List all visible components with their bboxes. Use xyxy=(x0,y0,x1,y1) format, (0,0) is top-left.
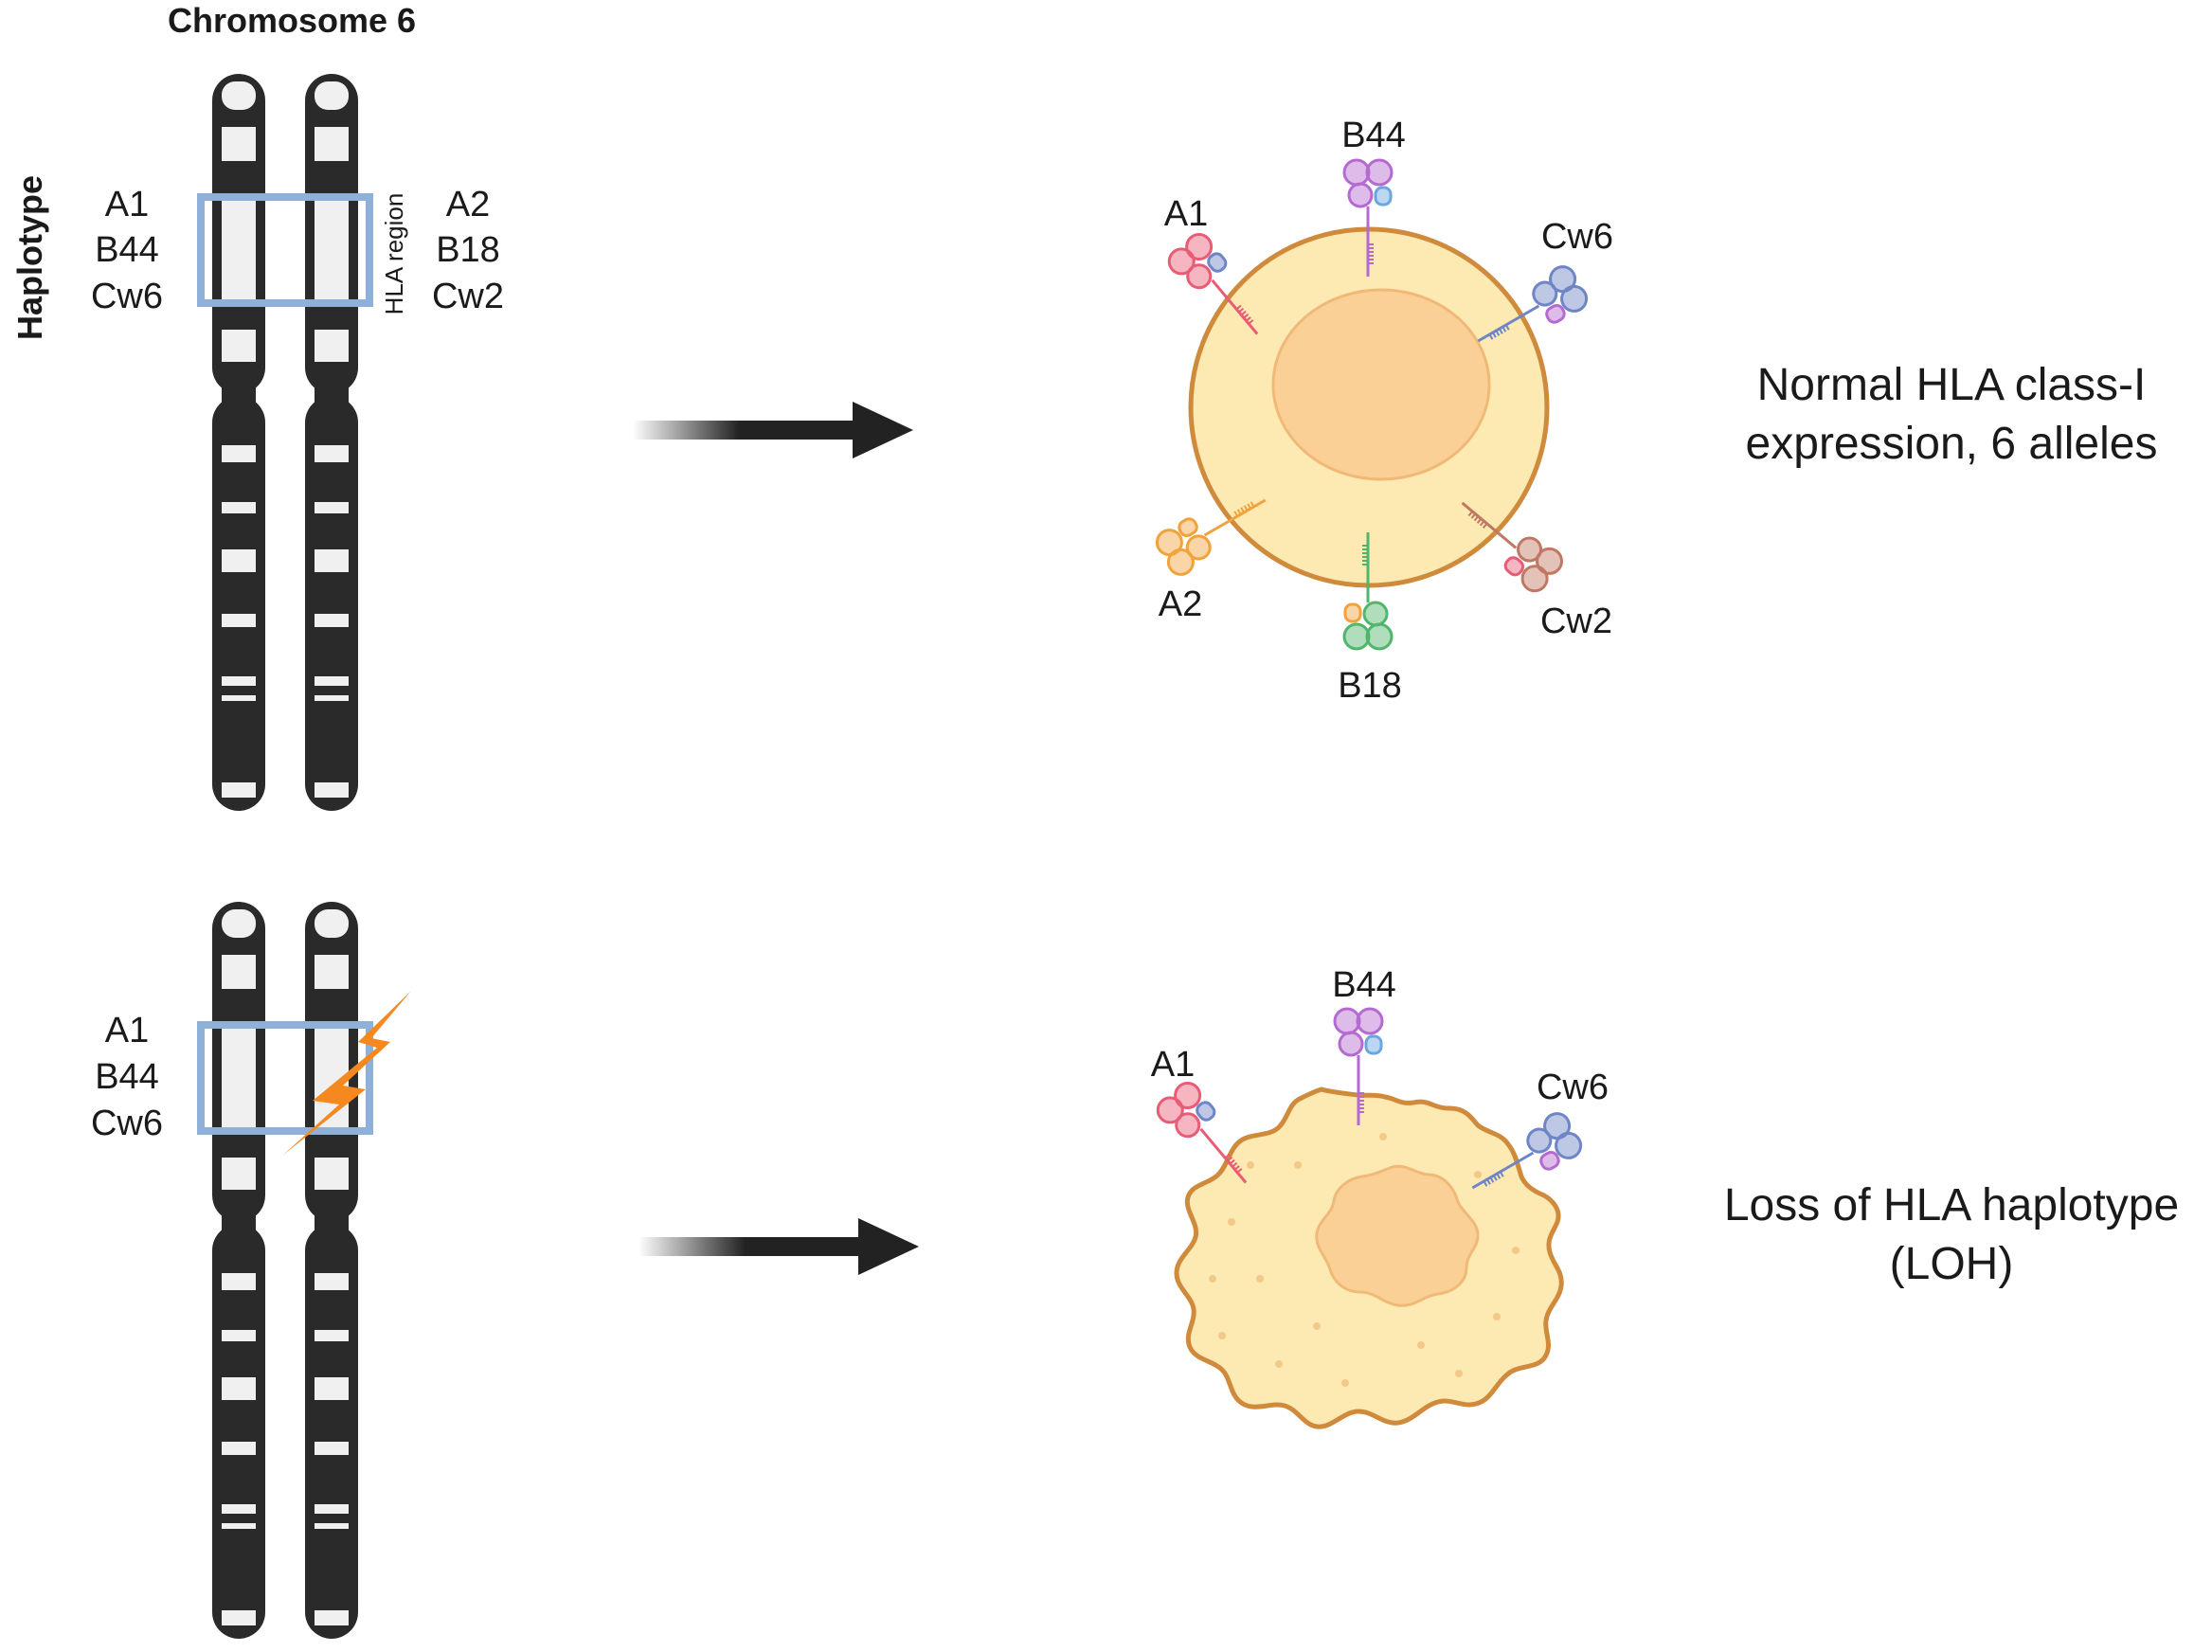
hla-molecule-icon-b18 xyxy=(1342,532,1394,651)
chromosome-band xyxy=(222,1021,256,1135)
chromosome-band xyxy=(222,1273,256,1290)
cell-nucleus xyxy=(1271,288,1491,481)
bottom-left-allele-2: B44 xyxy=(95,1057,159,1097)
hla-molecule-icon-b44 xyxy=(1342,158,1394,277)
chromosome-band xyxy=(222,330,256,362)
chromosome-band xyxy=(315,549,349,572)
bottom-cell-allele-b44: B44 xyxy=(1332,965,1396,1005)
chromosome-band xyxy=(222,549,256,572)
hla-region-box-top xyxy=(197,193,373,307)
chromosome-band xyxy=(315,1504,349,1514)
chromosome-band xyxy=(222,1504,256,1514)
chromosome-band xyxy=(315,909,349,938)
top-left-allele-2: B44 xyxy=(95,230,159,270)
top-right-allele-1: A2 xyxy=(446,185,490,224)
chromosome-band xyxy=(315,127,349,161)
chromosome-band xyxy=(315,1610,349,1625)
top-cell-allele-cw6: Cw6 xyxy=(1541,217,1613,257)
chromosome-band xyxy=(315,445,349,462)
top-cell-allele-cw2: Cw2 xyxy=(1540,602,1612,641)
chromosome-band xyxy=(315,502,349,513)
top-left-allele-3: Cw6 xyxy=(91,277,163,316)
chromosome-band xyxy=(315,782,349,798)
top-caption-line-2: expression, 6 alleles xyxy=(1746,419,2158,469)
top-cell-allele-b18: B18 xyxy=(1338,666,1402,706)
chromosome-title: Chromosome 6 xyxy=(168,1,416,40)
hla-molecules xyxy=(1155,158,1589,1190)
chromosome-band xyxy=(315,676,349,686)
chromosome-band xyxy=(222,1158,256,1190)
bottom-left-allele-3: Cw6 xyxy=(91,1104,163,1143)
chromosome-band xyxy=(315,1273,349,1290)
hla-region-box-bottom xyxy=(197,1021,373,1135)
bottom-caption-line-2: (LOH) xyxy=(1890,1239,2014,1289)
hla-molecule-icon-cw6 xyxy=(1477,265,1589,343)
chromosome-band xyxy=(315,1330,349,1341)
chromosome-band xyxy=(222,955,256,989)
hla-molecule-icon-cw6 xyxy=(1471,1112,1583,1190)
top-cell-allele-a1: A1 xyxy=(1164,194,1208,234)
haplotype-label: Haplotype xyxy=(10,175,49,340)
hla-molecule-icon-b44 xyxy=(1333,1007,1384,1125)
chromosome-band xyxy=(315,955,349,989)
chromosome-band xyxy=(222,614,256,627)
hla-molecule-icon-a2 xyxy=(1155,498,1267,576)
tumor-cell xyxy=(1174,1086,1564,1429)
chromosome-band xyxy=(222,782,256,798)
lightning-icon xyxy=(282,991,411,1156)
chromosome-band xyxy=(315,1158,349,1190)
cell-nucleus xyxy=(1315,1164,1480,1307)
normal-cell xyxy=(1188,226,1550,588)
chromosome-band xyxy=(222,1330,256,1341)
arrow-icon xyxy=(633,402,913,458)
top-cell-allele-a2: A2 xyxy=(1159,584,1202,624)
chromosome-band xyxy=(222,127,256,161)
top-right-allele-2: B18 xyxy=(436,230,500,270)
chromosome-band xyxy=(315,1523,349,1529)
hla-molecule-icon-a1 xyxy=(1167,232,1259,335)
chromosome-band xyxy=(315,81,349,110)
chromosome-band xyxy=(222,1377,256,1400)
chromosome-icon xyxy=(305,902,358,1639)
top-caption-line-1: Normal HLA class-I xyxy=(1757,360,2147,410)
chromosome-band xyxy=(315,695,349,701)
chromosome-band xyxy=(315,1442,349,1455)
chromosome-band xyxy=(222,1523,256,1529)
chromosome-band xyxy=(222,909,256,938)
bottom-left-allele-1: A1 xyxy=(105,1011,149,1050)
chromosome-icon xyxy=(212,902,265,1639)
chromosome-icon xyxy=(305,74,358,811)
chromosome-band xyxy=(222,1610,256,1625)
chromosome-band xyxy=(222,502,256,513)
top-cell-allele-b44: B44 xyxy=(1341,116,1406,155)
chromosome-band xyxy=(222,193,256,307)
chromosome-band xyxy=(315,193,349,307)
top-right-allele-3: Cw2 xyxy=(432,277,504,316)
chromosome-band xyxy=(315,614,349,627)
chromosome-band xyxy=(315,330,349,362)
chromosome-band xyxy=(222,695,256,701)
arrow-icon xyxy=(638,1218,919,1275)
hla-molecule-icon-cw2 xyxy=(1461,501,1564,593)
bottom-cell-allele-a1: A1 xyxy=(1151,1045,1195,1085)
chromosome-pairs xyxy=(212,74,358,1639)
chromosome-band xyxy=(315,1377,349,1400)
cytoplasm-dots xyxy=(1209,1133,1520,1387)
chromosome-band xyxy=(222,676,256,686)
bottom-cell-allele-cw6: Cw6 xyxy=(1537,1068,1609,1107)
hla-molecule-icon-a1 xyxy=(1156,1081,1248,1184)
chromosome-band xyxy=(222,81,256,110)
chromosome-band xyxy=(222,1442,256,1455)
bottom-caption-line-1: Loss of HLA haplotype xyxy=(1724,1180,2179,1230)
hla-region-label: HLA region xyxy=(380,193,408,315)
top-left-allele-1: A1 xyxy=(105,185,149,224)
chromosome-icon xyxy=(212,74,265,811)
chromosome-band xyxy=(222,445,256,462)
